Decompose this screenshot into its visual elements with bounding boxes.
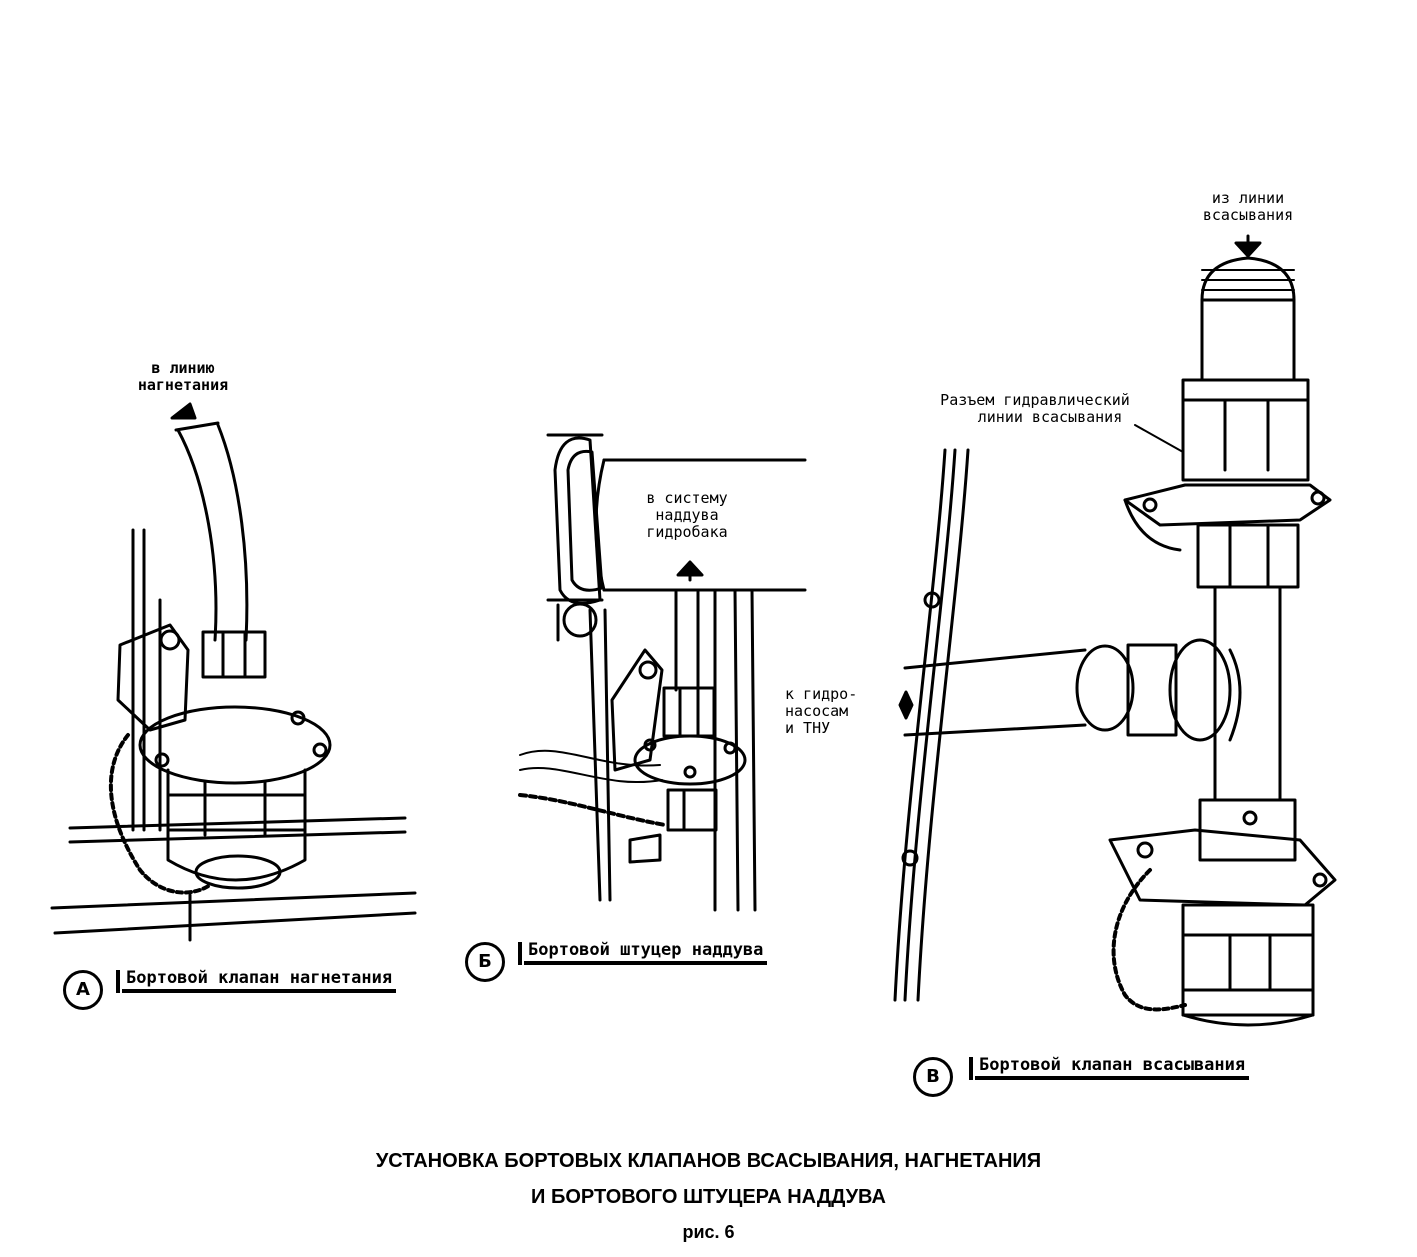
panel-a-caption: Бортовой клапан нагнетания [115, 968, 397, 993]
valve-c-drawing [893, 256, 1337, 1027]
label-line: всасывания [1202, 206, 1294, 224]
label-to-tank-boost: в систему наддува гидробака [612, 490, 762, 541]
label-line: наддува [655, 506, 719, 524]
label-line: нагнетания [137, 376, 229, 394]
label-line: Разъем гидравлический [940, 391, 1130, 409]
label-line: к гидро- [785, 685, 858, 703]
label-to-pressure-line: в линию нагнетания [118, 360, 248, 394]
panel-b-caption: Бортовой штуцер наддува [517, 940, 768, 965]
panel-b-badge: Б [465, 942, 505, 982]
label-line: в линию [151, 359, 215, 377]
label-line: в систему [646, 489, 728, 507]
valve-a-drawing [50, 421, 417, 942]
label-hydraulic-connector: Разъем гидравлический линии всасывания [905, 392, 1165, 426]
figure-title-line-2: И БОРТОВОГО ШТУЦЕРА НАДДУВА [531, 1186, 886, 1208]
panel-c-caption: Бортовой клапан всасывания [968, 1055, 1250, 1080]
label-line: из линии [1211, 189, 1285, 207]
label-to-pumps: к гидро- насосам и ТНУ [785, 686, 895, 737]
label-line: гидробака [646, 523, 728, 541]
label-line: и ТНУ [785, 719, 831, 737]
panel-c-badge: В [913, 1057, 953, 1097]
label-line: линии всасывания [977, 408, 1123, 426]
label-from-suction-line: из линии всасывания [1178, 190, 1318, 224]
fitting-b-drawing [518, 433, 807, 912]
figure-number: рис. 6 [682, 1222, 735, 1242]
label-line: насосам [785, 702, 849, 720]
panel-a-badge: А [63, 970, 103, 1010]
figure-title-line-1: УСТАНОВКА БОРТОВЫХ КЛАПАНОВ ВСАСЫВАНИЯ, … [375, 1150, 1042, 1172]
